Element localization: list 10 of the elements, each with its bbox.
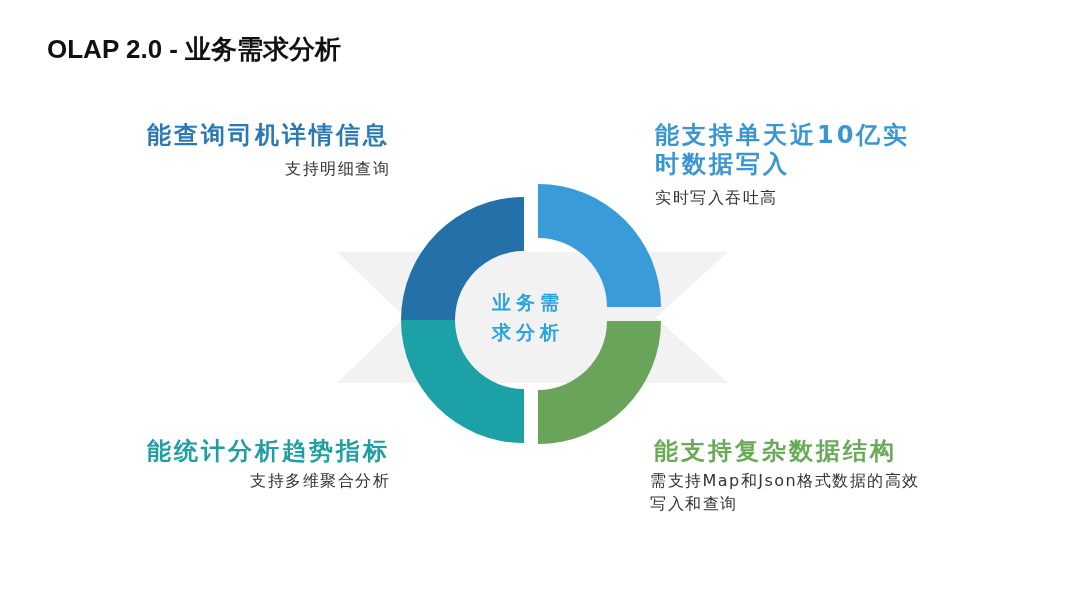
requirement-description: 实时写入吞吐高	[655, 187, 778, 209]
requirement-description: 需支持Map和Json格式数据的高效写入和查询	[650, 470, 921, 515]
requirement-heading: 能支持复杂数据结构	[654, 437, 897, 466]
requirement-description: 支持明细查询	[285, 158, 390, 180]
requirement-description: 支持多维聚合分析	[250, 470, 390, 492]
requirement-heading: 能查询司机详情信息	[147, 121, 390, 150]
slide-title: OLAP 2.0 - 业务需求分析	[47, 33, 342, 65]
center-title: 业务需求分析	[492, 287, 570, 347]
requirement-heading: 能统计分析趋势指标	[147, 437, 390, 466]
requirement-heading: 能支持单天近10亿实时数据写入	[655, 121, 912, 179]
